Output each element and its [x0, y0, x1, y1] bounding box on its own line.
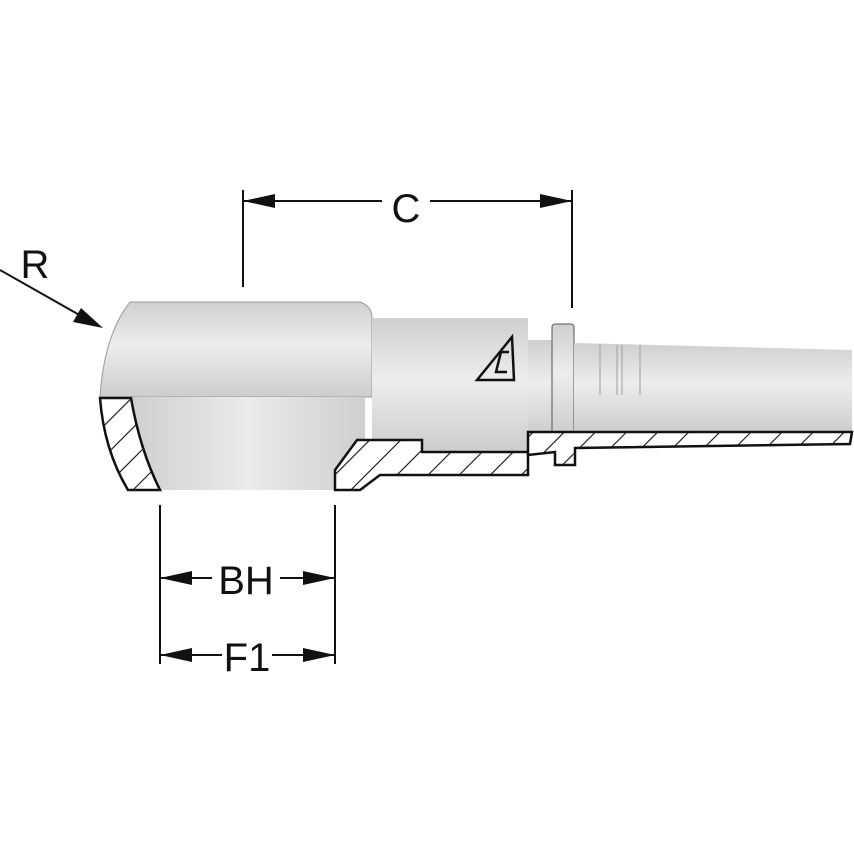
fitting-neck — [528, 340, 552, 434]
barb-ridges — [599, 345, 641, 395]
dimension-r — [0, 269, 103, 328]
hatch-right-wall — [333, 438, 530, 492]
dimension-c — [242, 190, 573, 308]
label-r: R — [21, 243, 50, 287]
banjo-eye-upper — [99, 301, 373, 398]
fitting-body — [372, 318, 528, 452]
label-c: C — [392, 187, 421, 231]
hose-barb-tail — [574, 343, 852, 432]
brand-logo-icon — [474, 333, 516, 382]
fitting-collar — [551, 323, 575, 435]
label-bh: BH — [218, 559, 274, 603]
hatch-tail — [526, 430, 854, 467]
hatch-left-wall — [98, 396, 163, 492]
label-f1: F1 — [224, 636, 271, 680]
banjo-bore — [130, 397, 365, 490]
dimension-bh-f1 — [159, 505, 336, 664]
